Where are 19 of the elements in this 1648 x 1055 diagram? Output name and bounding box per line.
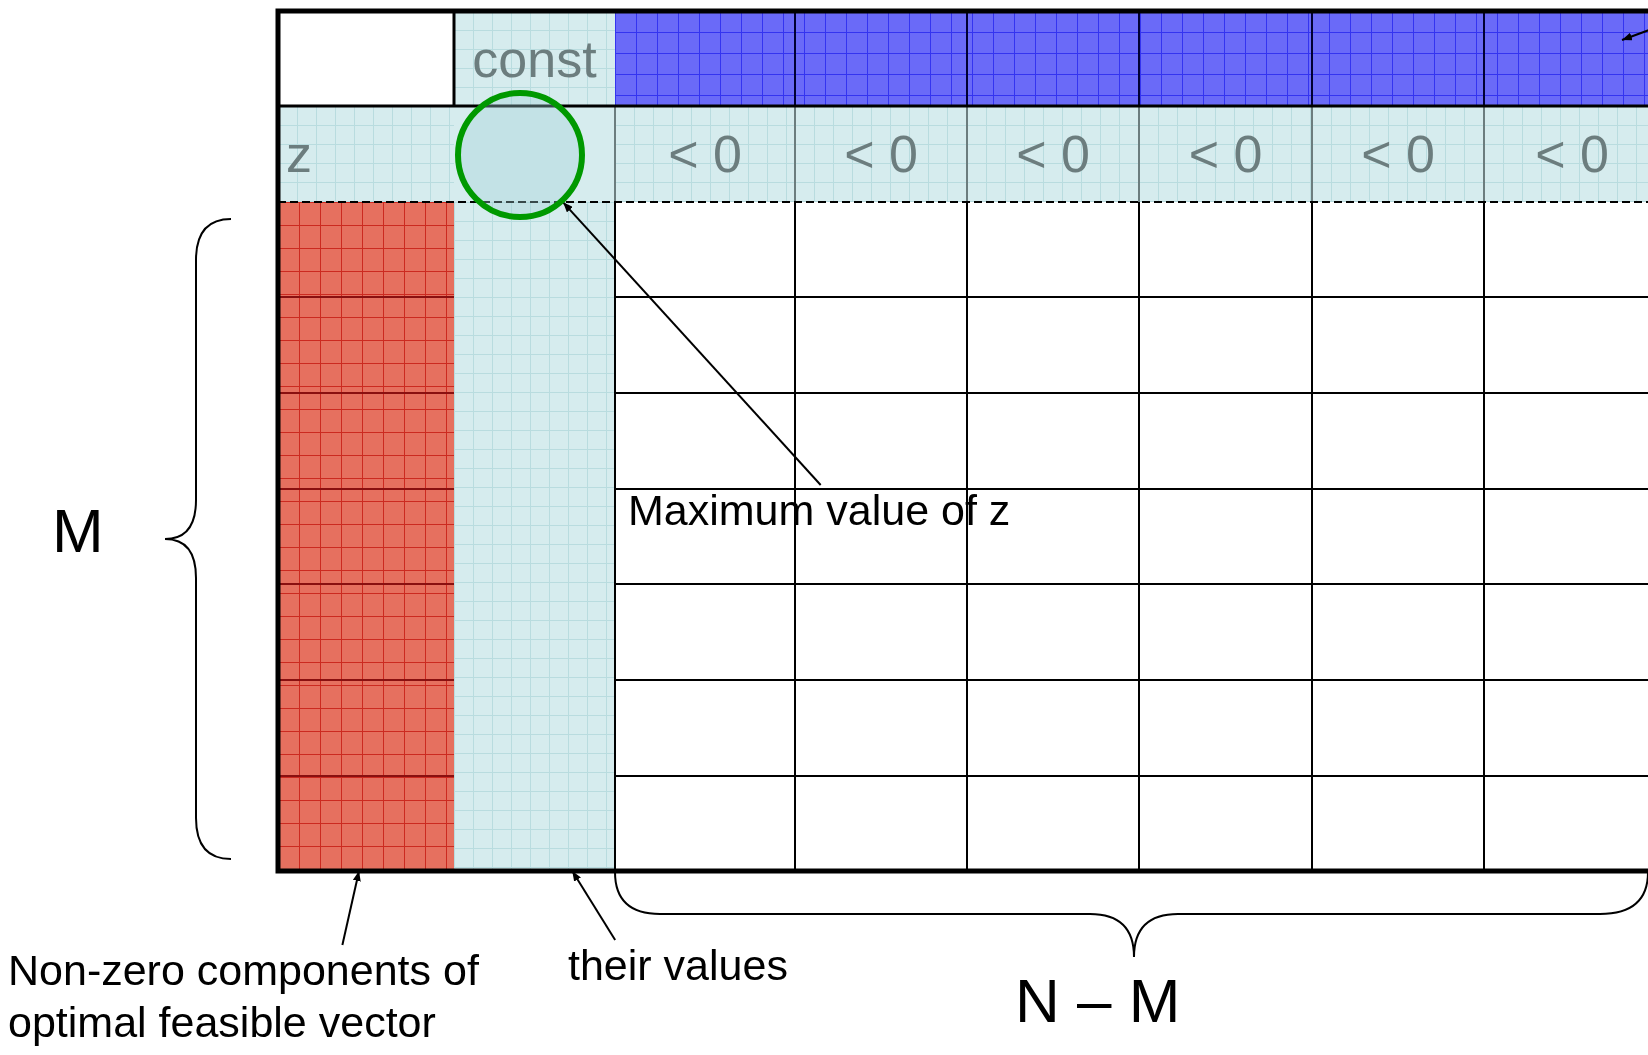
constant-column [454, 202, 615, 871]
leader-line [562, 201, 822, 486]
reduced-cost-cell: < 0 [1484, 106, 1648, 202]
dimension-label: N – M [1015, 965, 1181, 1036]
column-header: const [454, 11, 615, 106]
leader-line [571, 870, 617, 941]
row-label: z [278, 106, 454, 202]
dimension-label: M [52, 495, 104, 566]
objective-row [615, 11, 1648, 106]
reduced-cost-cell: < 0 [615, 106, 795, 202]
basis-column [278, 202, 454, 871]
reduced-cost-cell: < 0 [1139, 106, 1312, 202]
leader-line [341, 870, 361, 946]
reduced-cost-cell: < 0 [967, 106, 1139, 202]
annotation: their values [568, 940, 828, 1000]
annotation: Non-zero components of optimal feasible vector [8, 945, 568, 1055]
highlight-circle [455, 90, 585, 220]
reduced-cost-cell: < 0 [795, 106, 967, 202]
reduced-cost-cell: < 0 [1312, 106, 1484, 202]
